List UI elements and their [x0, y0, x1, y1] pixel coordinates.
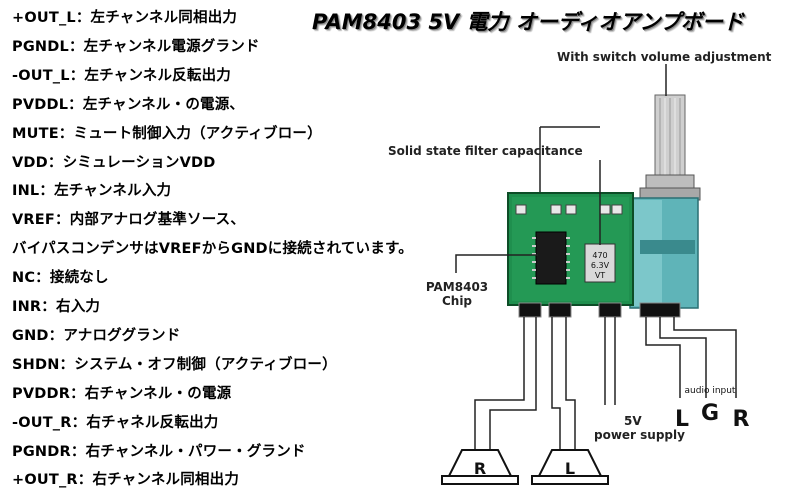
speaker-l-symbol: [531, 449, 609, 485]
chip-annotation: PAM8403 Chip: [425, 280, 489, 308]
pin-description: +OUT_L：左チャンネル同相出力: [12, 10, 238, 26]
pin-description: INL：左チャンネル入力: [12, 183, 172, 200]
svg-text:470: 470: [592, 251, 607, 260]
pin-description: -OUT_L：左チャンネル反転出力: [12, 67, 231, 84]
switch-annotation: With switch volume adjustment: [557, 50, 772, 64]
pin-description: SHDN：システム・オフ制御（アクティブロー）: [12, 356, 337, 373]
input-g-label: G: [701, 401, 719, 426]
pin-description: -OUT_R：右チャネル反転出力: [12, 414, 219, 431]
volume-knob-shaft: [639, 94, 701, 201]
leader-lines: [455, 64, 737, 450]
input-r-label: R: [733, 407, 750, 432]
pin-description: PVDDL：左チャンネル・の電源、: [12, 96, 245, 113]
svg-text:6.3V: 6.3V: [591, 261, 610, 270]
pin-description: PVDDR：右チャンネル・の電源: [12, 385, 232, 402]
input-l-label: L: [675, 407, 689, 432]
pin-description: GND：アナロググランド: [12, 327, 181, 344]
pin-description: VREF：内部アナログ基準ソース、: [12, 212, 246, 229]
pin-description: INR：右入力: [12, 299, 101, 315]
page-title: PAM8403 5V 電力 オーディオアンプボード: [312, 10, 744, 34]
potentiometer-body: [629, 197, 699, 309]
svg-text:VT: VT: [595, 271, 605, 280]
pin-description: +OUT_R：右チャンネル同相出力: [12, 472, 240, 489]
speaker-r-symbol: [441, 449, 519, 485]
pin-description: MUTE：ミュート制御入力（アクティブロー）: [12, 125, 322, 142]
pin-description: PGNDL：左チャンネル電源グランド: [12, 38, 260, 55]
power-annotation: 5V power supply: [594, 414, 685, 442]
audio-input-label: audio input: [685, 386, 736, 396]
pin-description: PGNDR：右チャンネル・パワー・グランド: [12, 443, 306, 460]
speaker-r-label: R: [474, 459, 486, 478]
capacitor-annotation: Solid state filter capacitance: [388, 144, 583, 158]
pin-description: バイパスコンデンサはVREFからGNDに接続されています。: [12, 241, 413, 258]
pin-description: VDD：シミュレーションVDD: [12, 154, 216, 171]
pin-description: NC：接続なし: [12, 270, 109, 287]
pcb-board: 470 6.3V VT: [507, 192, 681, 318]
speaker-l-label: L: [565, 459, 575, 478]
